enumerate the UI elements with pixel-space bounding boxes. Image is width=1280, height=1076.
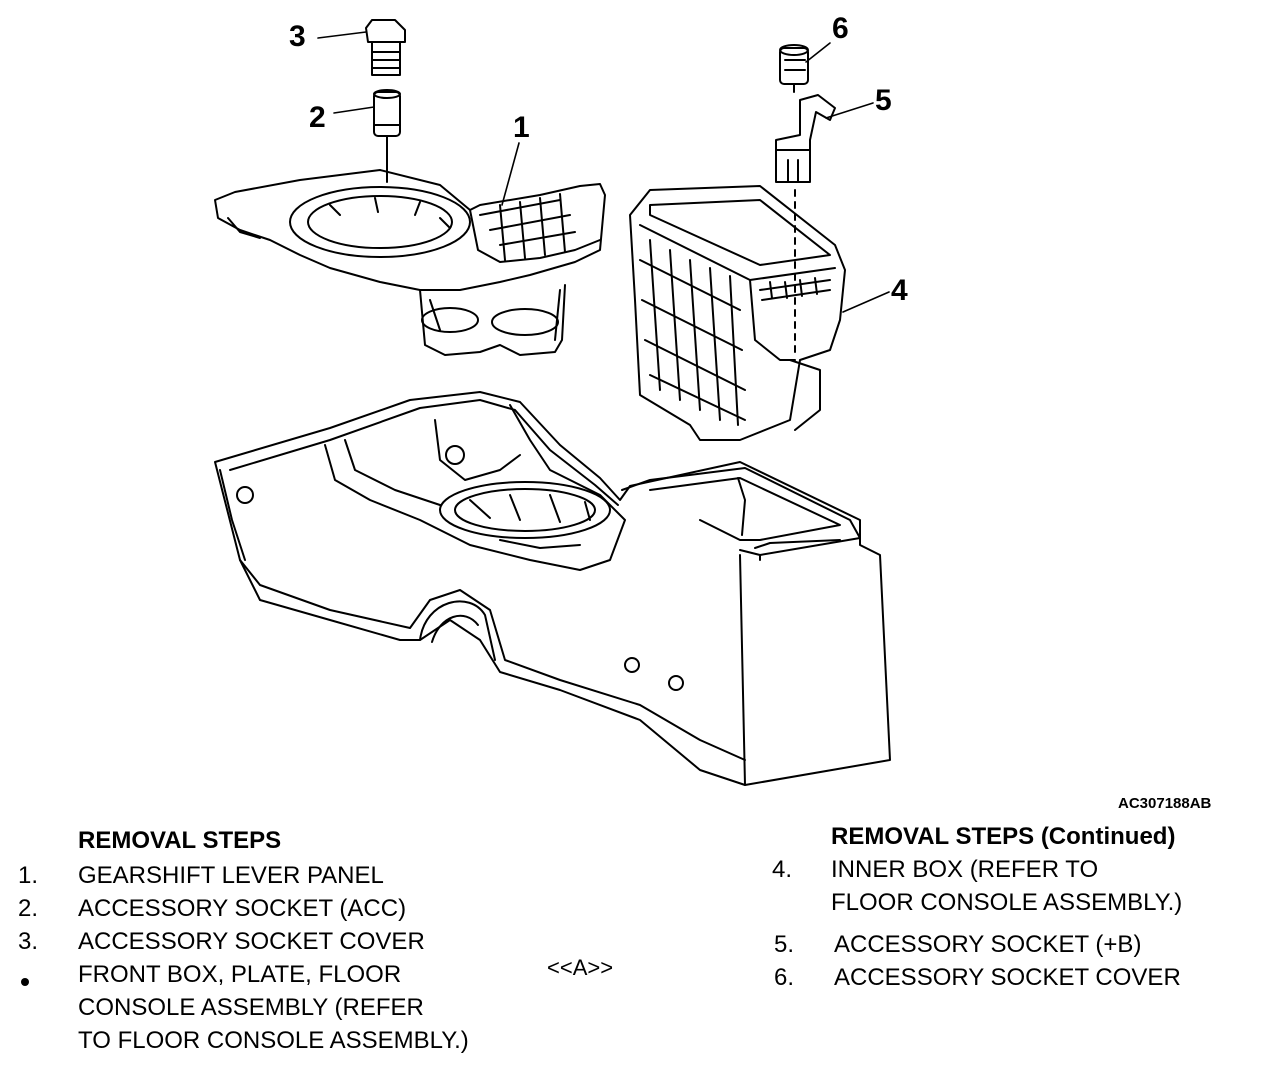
callout-3: 3 <box>289 20 306 53</box>
step-number: 6. <box>774 964 795 991</box>
exploded-diagram <box>0 0 1280 800</box>
step-number: 2. <box>18 895 39 922</box>
accessory-socket-acc <box>374 90 400 182</box>
step-front-box-line-3: TO FLOOR CONSOLE ASSEMBLY.) <box>78 1027 469 1054</box>
inner-box <box>630 186 845 440</box>
callout-5: 5 <box>875 84 892 117</box>
step-number: 5. <box>774 931 795 958</box>
accessory-socket-cover-6 <box>780 45 808 92</box>
gearshift-lever-panel <box>215 170 605 355</box>
figure-code: AC307188AB <box>1118 795 1212 812</box>
callout-2: 2 <box>309 101 326 134</box>
step-1-text: GEARSHIFT LEVER PANEL <box>78 862 384 889</box>
removal-steps-heading: REMOVAL STEPS <box>78 827 282 854</box>
callout-6: 6 <box>832 12 849 45</box>
leader-lines <box>318 32 889 312</box>
step-number: 1. <box>18 862 39 889</box>
step-5-text: ACCESSORY SOCKET (+B) <box>834 931 1142 958</box>
floor-console <box>215 392 890 785</box>
bullet-icon <box>21 978 29 986</box>
step-6-text: ACCESSORY SOCKET COVER <box>834 964 1181 991</box>
step-4-line-2: FLOOR CONSOLE ASSEMBLY.) <box>831 889 1183 916</box>
step-2-text: ACCESSORY SOCKET (ACC) <box>78 895 407 922</box>
accessory-socket-b <box>776 95 835 182</box>
callout-1: 1 <box>513 111 530 144</box>
step-3-text: ACCESSORY SOCKET COVER <box>78 928 425 955</box>
step-front-box-line-1: FRONT BOX, PLATE, FLOOR <box>78 961 402 988</box>
accessory-socket-cover-3 <box>366 20 405 75</box>
reference-mark: <<A>> <box>547 955 614 980</box>
step-front-box-line-2: CONSOLE ASSEMBLY (REFER <box>78 994 424 1021</box>
step-4-line-1: INNER BOX (REFER TO <box>831 856 1099 883</box>
step-number: 4. <box>772 856 793 883</box>
callout-4: 4 <box>891 274 908 307</box>
removal-steps-continued-heading: REMOVAL STEPS (Continued) <box>831 823 1176 850</box>
step-number: 3. <box>18 928 39 955</box>
